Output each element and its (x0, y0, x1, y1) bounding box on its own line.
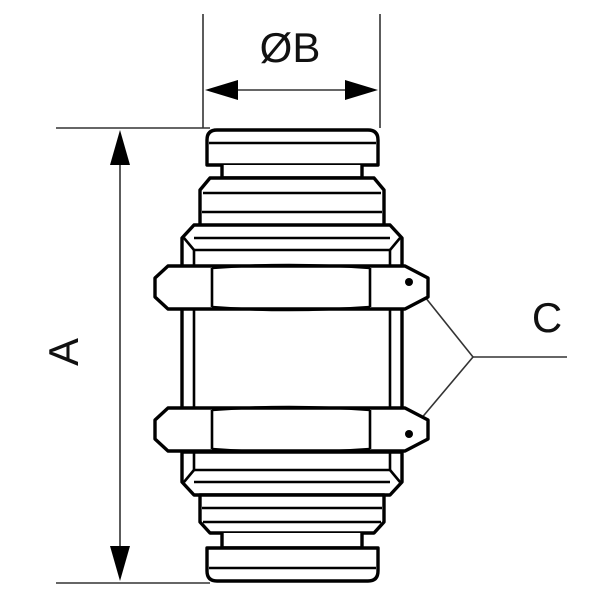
fitting-body (153, 128, 430, 583)
label-nut-c: C (532, 294, 562, 341)
leader-dot-upper (405, 278, 413, 286)
label-length-a: A (40, 338, 87, 366)
leader-nut-c: C (408, 276, 567, 434)
lower-hex-nut (153, 405, 430, 454)
leader-dot-lower (405, 430, 413, 438)
dimension-length-a: A (40, 127, 210, 584)
upper-hex-nut (153, 263, 430, 312)
label-diameter-b: ØB (260, 24, 321, 71)
dimension-diameter-b: ØB (202, 14, 381, 128)
